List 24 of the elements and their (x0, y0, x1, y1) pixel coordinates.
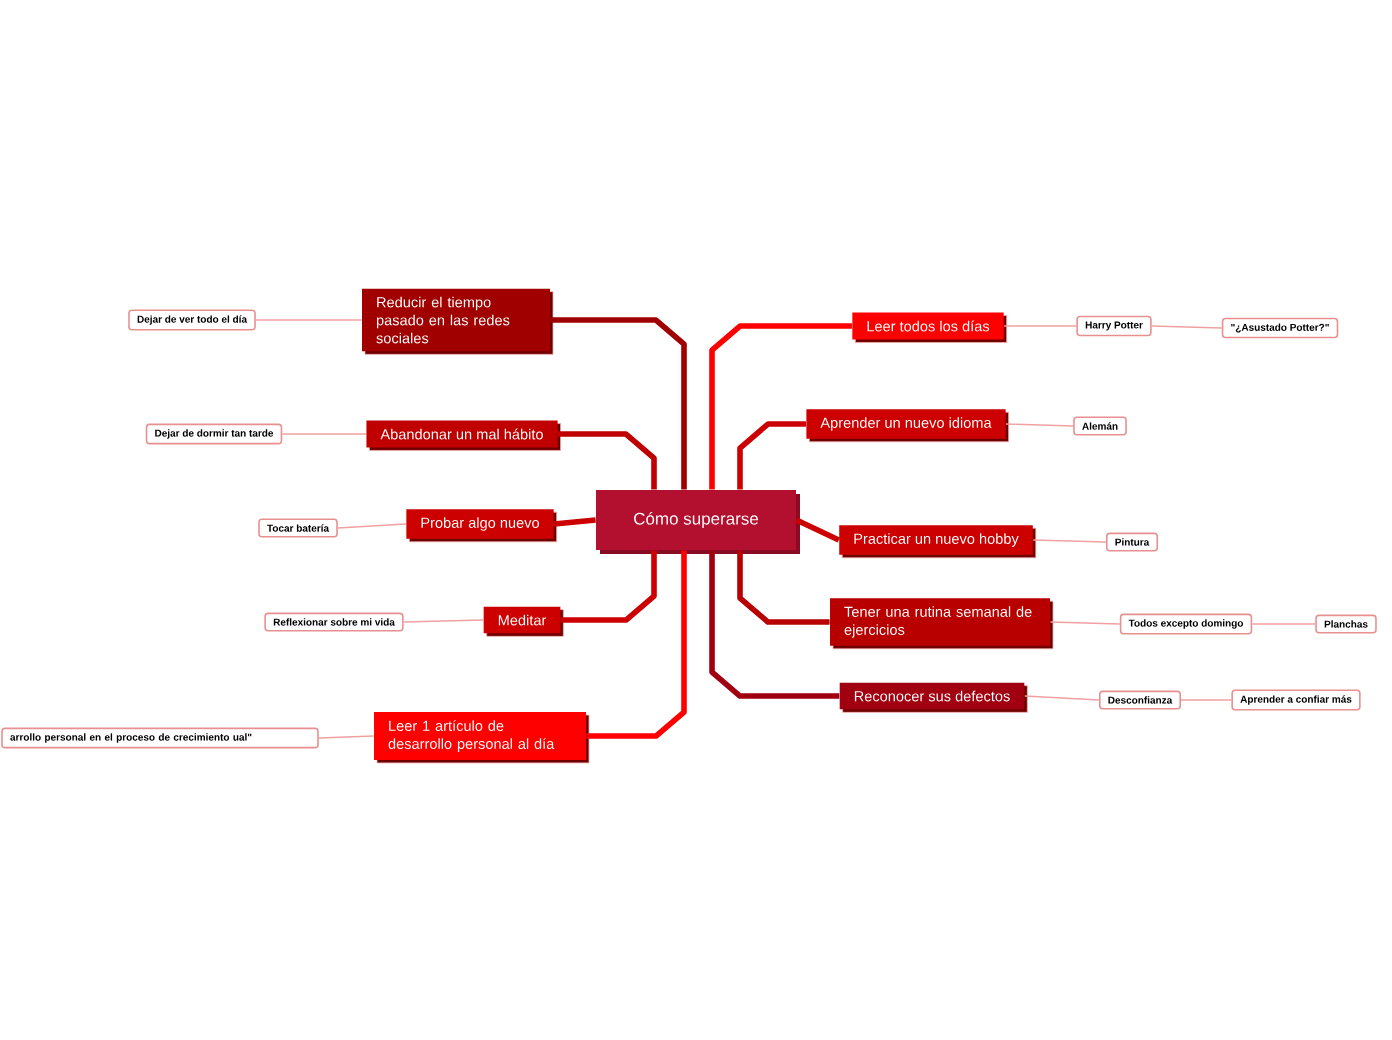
connector-line (255, 319, 363, 321)
connector-line (281, 433, 367, 435)
connector-line (553, 517, 596, 527)
connector-line (737, 550, 830, 625)
connector-line (1049, 621, 1121, 625)
connector-line (558, 431, 657, 490)
connector-line (1003, 325, 1077, 327)
connector-line (1180, 699, 1233, 701)
connector-line (318, 735, 375, 739)
connector-line (1151, 325, 1223, 329)
connector-line (402, 619, 484, 623)
connector-line (1024, 695, 1100, 701)
connector-line (1032, 539, 1107, 543)
connector-line (795, 517, 841, 543)
connector-line (550, 317, 687, 490)
connector-line (586, 550, 687, 739)
connector-line (337, 523, 407, 529)
connector-line (1251, 623, 1316, 625)
connector-line (709, 323, 852, 490)
connector-line (709, 550, 840, 699)
central-topic-box: Cómo superarse (596, 490, 800, 554)
connector-line (1005, 423, 1074, 427)
connector-line (560, 550, 657, 623)
connector-line (737, 421, 806, 490)
